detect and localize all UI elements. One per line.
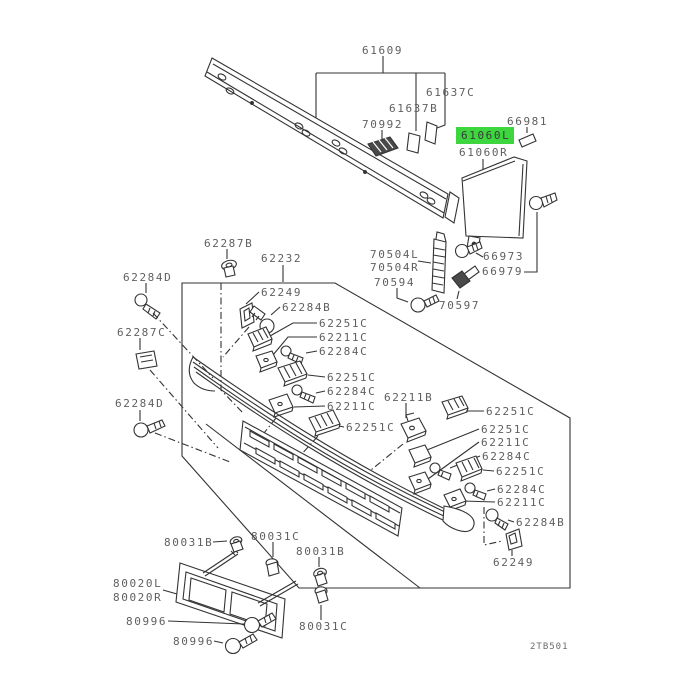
clip-66981 <box>518 127 537 148</box>
part-label-61637B: 61637B <box>389 102 439 115</box>
grille-panel <box>239 420 403 537</box>
screw-70594 <box>396 288 440 313</box>
diagram-code: 2TB501 <box>530 642 569 652</box>
part-label-61060L-highlighted[interactable]: 61060L <box>456 127 515 144</box>
part-label-62284B-top: 62284B <box>282 301 332 314</box>
screw-66973-66979-group <box>454 192 558 273</box>
assembly-border <box>181 282 571 589</box>
clip-62287c <box>135 338 158 370</box>
part-label-62284C-2: 62284C <box>327 385 377 398</box>
clip-70992 <box>367 136 399 157</box>
part-label-70597: 70597 <box>439 299 481 312</box>
part-label-62232: 62232 <box>261 252 303 265</box>
part-label-61609: 61609 <box>362 44 404 57</box>
screw-62284d-upper <box>134 283 161 320</box>
part-label-61637C: 61637C <box>426 86 476 99</box>
license-plate-hardware <box>167 536 329 655</box>
part-label-62287C: 62287C <box>117 326 167 339</box>
part-label-66979: 66979 <box>482 265 524 278</box>
part-label-62251C-r5: 62251C <box>496 465 546 478</box>
part-label-62211B: 62211B <box>384 391 434 404</box>
part-label-80031C-bottom: 80031C <box>299 620 349 633</box>
right-clip-cluster <box>408 395 523 556</box>
mid-clip-cluster <box>239 265 427 443</box>
part-label-62284D-lower: 62284D <box>115 397 165 410</box>
part-label-62284C-r6: 62284C <box>497 483 547 496</box>
part-label-62251C-r2: 62251C <box>481 423 531 436</box>
part-label-62251C-1: 62251C <box>319 317 369 330</box>
part-label-70594: 70594 <box>374 276 416 289</box>
part-label-62284D-upper: 62284D <box>123 271 173 284</box>
bolt-70597 <box>451 265 480 300</box>
part-label-70992: 70992 <box>362 118 404 131</box>
part-label-66973: 66973 <box>483 250 525 263</box>
part-label-62211C-1: 62211C <box>319 331 369 344</box>
part-label-80020L: 80020L <box>113 577 163 590</box>
part-label-66981: 66981 <box>507 115 549 128</box>
part-label-62284C-r4: 62284C <box>482 450 532 463</box>
bumper-reinforcement-61609 <box>204 57 460 224</box>
part-label-80031B-right: 80031B <box>296 545 346 558</box>
part-label-70504L: 70504L <box>370 248 420 261</box>
part-label-62211C-r3: 62211C <box>481 436 531 449</box>
part-label-62251C-r1: 62251C <box>486 405 536 418</box>
part-label-62284B-bottom: 62284B <box>516 516 566 529</box>
license-plate-bracket-80020 <box>162 548 299 639</box>
part-label-80031C-top: 80031C <box>251 530 301 543</box>
part-label-62251C-2: 62251C <box>327 371 377 384</box>
part-label-80996-bottom: 80996 <box>173 635 215 648</box>
part-label-61060R: 61060R <box>459 146 509 159</box>
part-label-62251C-3: 62251C <box>346 421 396 434</box>
part-label-80020R: 80020R <box>113 591 163 604</box>
corner-panel-61060 <box>461 156 528 251</box>
part-label-62249-top: 62249 <box>261 286 303 299</box>
leader-lines-top <box>315 56 446 154</box>
stay-70504 <box>417 231 447 294</box>
screw-62284d-lower <box>133 410 166 438</box>
part-label-62211C-2: 62211C <box>327 400 377 413</box>
garnish-strip-62232 <box>188 356 475 532</box>
part-label-62287B: 62287B <box>204 237 254 250</box>
part-label-62211C-r7: 62211C <box>497 496 547 509</box>
part-label-62249-bottom: 62249 <box>493 556 535 569</box>
part-label-80031B-left: 80031B <box>164 536 214 549</box>
clip-62287b <box>221 249 237 278</box>
part-label-80996-left: 80996 <box>126 615 168 628</box>
part-label-62284C-1: 62284C <box>319 345 369 358</box>
part-label-70504R: 70504R <box>370 261 420 274</box>
